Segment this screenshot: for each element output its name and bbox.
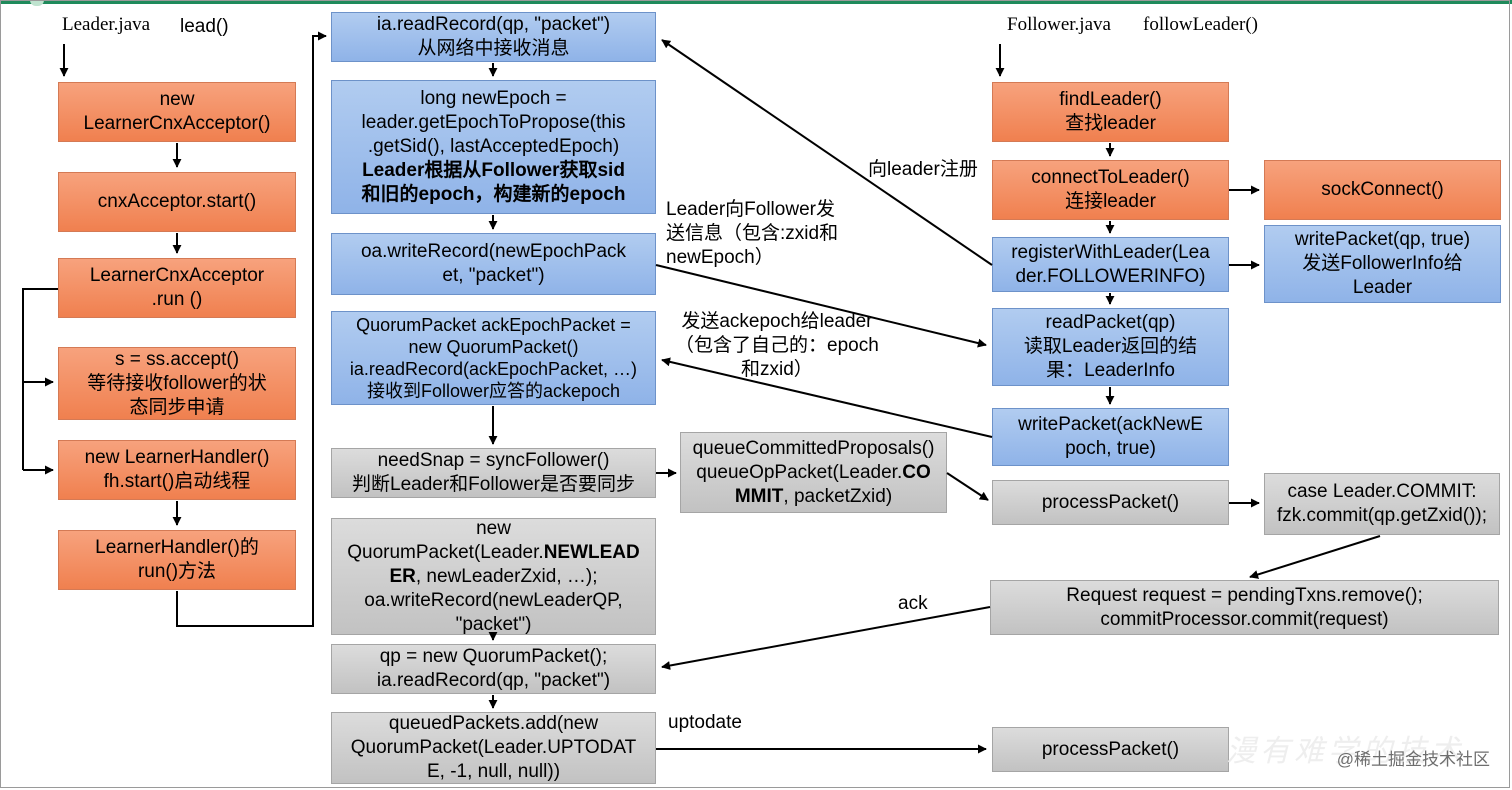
write-new-epoch-packet-box: oa.writeRecord(newEpochPack et, "packet"… — [331, 233, 656, 295]
queued-packets-uptodate-box: queuedPackets.add(new QuorumPacket(Leade… — [331, 712, 656, 784]
queue-committed-proposals-box: queueCommittedProposals() queueOpPacket(… — [680, 432, 947, 513]
case-leader-commit-box: case Leader.COMMIT: fzk.commit(qp.getZxi… — [1264, 473, 1500, 535]
read-record-ack-box: qp = new QuorumPacket(); ia.readRecord(q… — [331, 644, 656, 694]
top-accent-mark — [30, 0, 44, 6]
connect-to-leader-box: connectToLeader() 连接leader — [992, 160, 1229, 220]
follower-method-header: followLeader() — [1143, 14, 1258, 35]
watermark: @稀土掘金技术社区 — [1336, 750, 1490, 769]
ia-read-record-box: ia.readRecord(qp, "packet") 从网络中接收消息 — [331, 12, 656, 62]
top-accent-bar — [0, 0, 1512, 4]
uptodate-label: uptodate — [668, 712, 742, 733]
process-packet-box-1: processPacket() — [992, 480, 1229, 525]
arrow-ackepoch-to-leader — [661, 357, 993, 438]
send-ackepoch-label: 发送ackepoch给leader （包含了自己的：epoch 和zxid） — [675, 311, 879, 380]
process-packet-box-2: processPacket() — [992, 727, 1229, 772]
write-ack-new-epoch-box: writePacket(ackNewE poch, true) — [992, 408, 1229, 466]
send-info-label: Leader向Follower发 送信息（包含:zxid和 newEpoch） — [666, 199, 839, 268]
find-leader-box: findLeader() 查找leader — [992, 82, 1229, 142]
arrow-case-to-pending — [1249, 535, 1381, 579]
new-epoch-box: long newEpoch = leader.getEpochToPropose… — [331, 80, 656, 214]
learner-cnx-acceptor-run-box: LearnerCnxAcceptor .run () — [58, 258, 296, 318]
register-label: 向leader注册 — [868, 159, 978, 180]
ss-accept-box: s = ss.accept() 等待接收follower的状 态同步申请 — [58, 347, 296, 420]
learner-handler-run-box: LearnerHandler()的 run()方法 — [58, 530, 296, 590]
cnx-acceptor-start-box: cnxAcceptor.start() — [58, 172, 296, 232]
arrow-run-to-read-record — [176, 31, 327, 627]
arrow-new-epoch-to-follower — [655, 264, 987, 348]
arrow-register-to-leader — [661, 39, 993, 266]
arrow-queue-to-process — [946, 472, 989, 501]
pending-txns-commit-box: Request request = pendingTxns.remove(); … — [990, 580, 1499, 635]
register-with-leader-box: registerWithLeader(Lea der.FOLLOWERINFO) — [992, 237, 1229, 292]
commit-bold: CO MMIT — [734, 461, 931, 507]
new-learner-handler-box: new LearnerHandler() fh.start()启动线程 — [58, 440, 296, 500]
follower-file-header: Follower.java — [1007, 14, 1111, 35]
read-packet-leader-info-box: readPacket(qp) 读取Leader返回的结 果：LeaderInfo — [992, 308, 1229, 386]
script-watermark: 漫有难学的技术 — [1226, 734, 1464, 769]
leader-file-header: Leader.java — [62, 14, 151, 35]
ack-epoch-packet-box: QuorumPacket ackEpochPacket = new Quorum… — [331, 311, 656, 405]
new-learner-cnx-acceptor-box: new LearnerCnxAcceptor() — [58, 82, 296, 142]
arrow-ack-to-leader — [661, 606, 991, 670]
newleader-bold: NEWLEAD ER — [389, 541, 640, 587]
loop-run-to-accept — [22, 288, 58, 387]
sync-follower-box: needSnap = syncFollower() 判断Leader和Follo… — [331, 448, 656, 498]
new-epoch-bold-note: Leader根据从Follower获取sid 和旧的epoch，构建新的epoc… — [361, 160, 626, 205]
write-packet-follower-info-box: writePacket(qp, true) 发送FollowerInfo给 Le… — [1264, 225, 1501, 303]
sock-connect-box: sockConnect() — [1264, 160, 1501, 220]
ack-label: ack — [898, 593, 928, 614]
leader-method-header: lead() — [180, 16, 229, 37]
